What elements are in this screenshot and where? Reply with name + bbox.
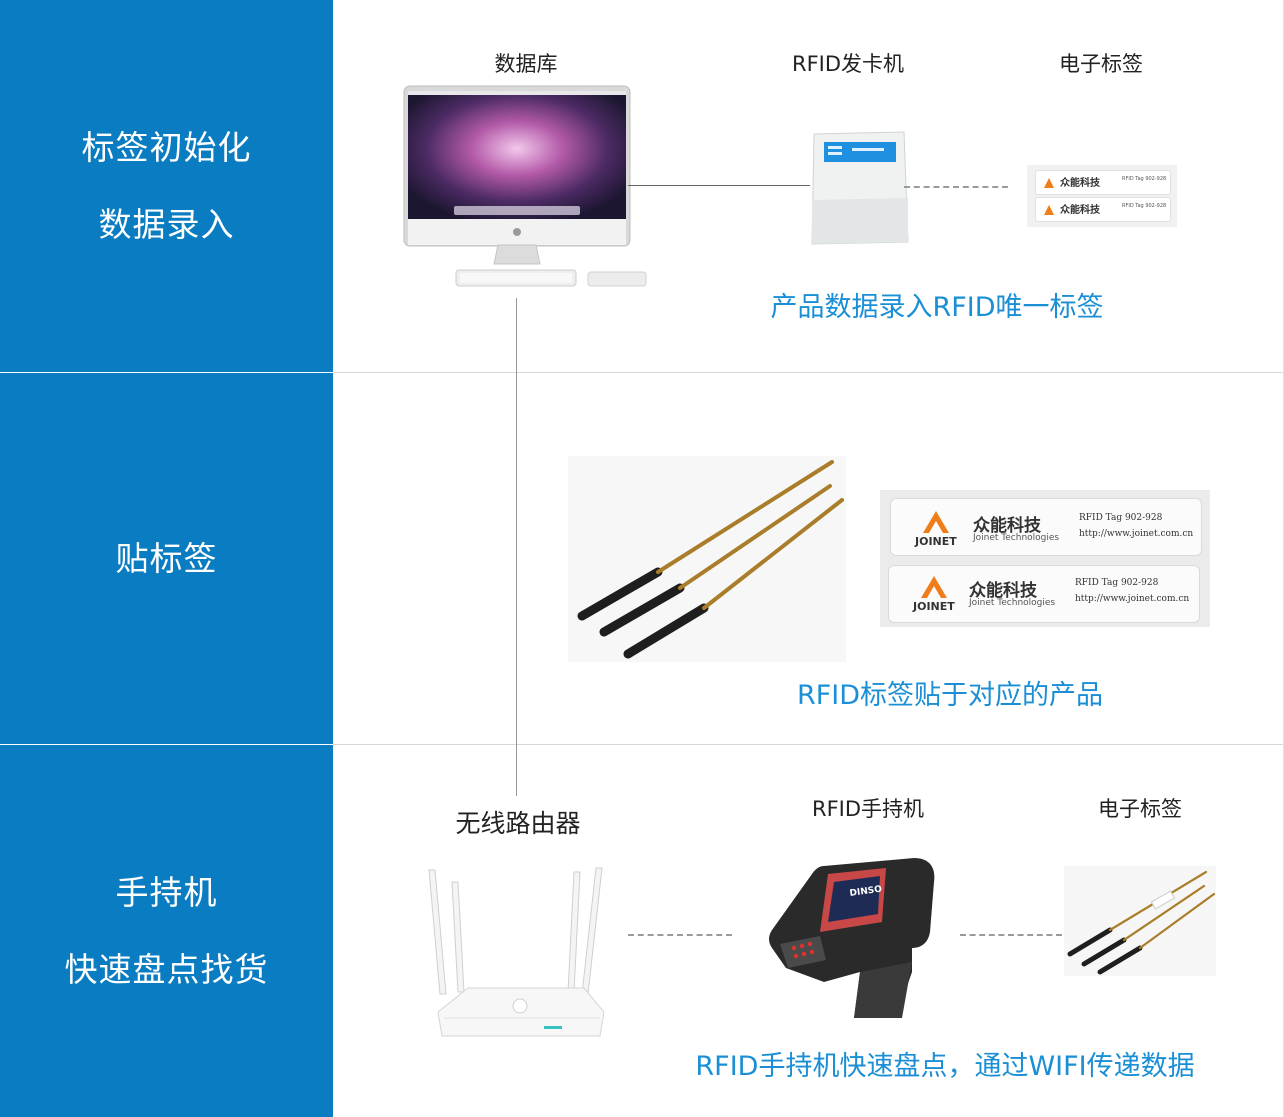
wireless-link-dashes: [904, 186, 1008, 188]
rfid-card-issuer-image: [811, 131, 909, 245]
section-subtitle: 快速盘点找货: [64, 950, 269, 989]
computer-image: [403, 85, 647, 287]
section-subtitle: 数据录入: [98, 205, 235, 244]
card-issuer-label: RFID发卡机: [791, 52, 905, 76]
fishing-rods-image: [568, 456, 846, 662]
wireless-router-image: [428, 867, 605, 1037]
network-connector-line: [516, 298, 517, 796]
row1-caption: 产品数据录入RFID唯一标签: [770, 292, 1104, 323]
tag-label: 电子标签: [1059, 52, 1143, 76]
wifi-link-dashes: [628, 934, 732, 936]
rfid-tag-sample-image: 众能科技 RFID Tag 902-928 众能科技 RFID Tag 902-…: [1027, 165, 1177, 227]
row-divider: [333, 744, 1284, 745]
handheld-label: RFID手持机: [811, 797, 925, 821]
row3-caption: RFID手持机快速盘点，通过WIFI传递数据: [695, 1051, 1195, 1082]
joinet-logo-icon: [921, 576, 947, 598]
joinet-logo-icon: [923, 511, 949, 533]
tagged-rods-image: [1064, 866, 1216, 976]
sidebar-section-apply-tag: 贴标签: [0, 373, 333, 744]
section-title: 手持机: [115, 873, 218, 912]
router-label: 无线路由器: [455, 809, 581, 838]
database-label: 数据库: [494, 52, 558, 76]
sidebar-section-tag-init: 标签初始化 数据录入: [0, 0, 333, 372]
rfid-handheld-image: DINSO: [769, 858, 935, 1018]
computer-reader-link: [628, 185, 810, 186]
section-title: 标签初始化: [81, 128, 252, 167]
svg-text:DINSO: DINSO: [849, 884, 883, 898]
row-divider: [333, 372, 1284, 373]
sidebar-section-handheld: 手持机 快速盘点找货: [0, 745, 333, 1117]
tag-label: 电子标签: [1098, 797, 1182, 821]
row2-caption: RFID标签贴于对应的产品: [796, 680, 1104, 711]
section-title: 贴标签: [115, 539, 218, 578]
tag-read-dashes: [960, 934, 1062, 936]
rfid-tag-large-image: JOINET 众能科技 Joinet Technologies RFID Tag…: [880, 490, 1210, 627]
